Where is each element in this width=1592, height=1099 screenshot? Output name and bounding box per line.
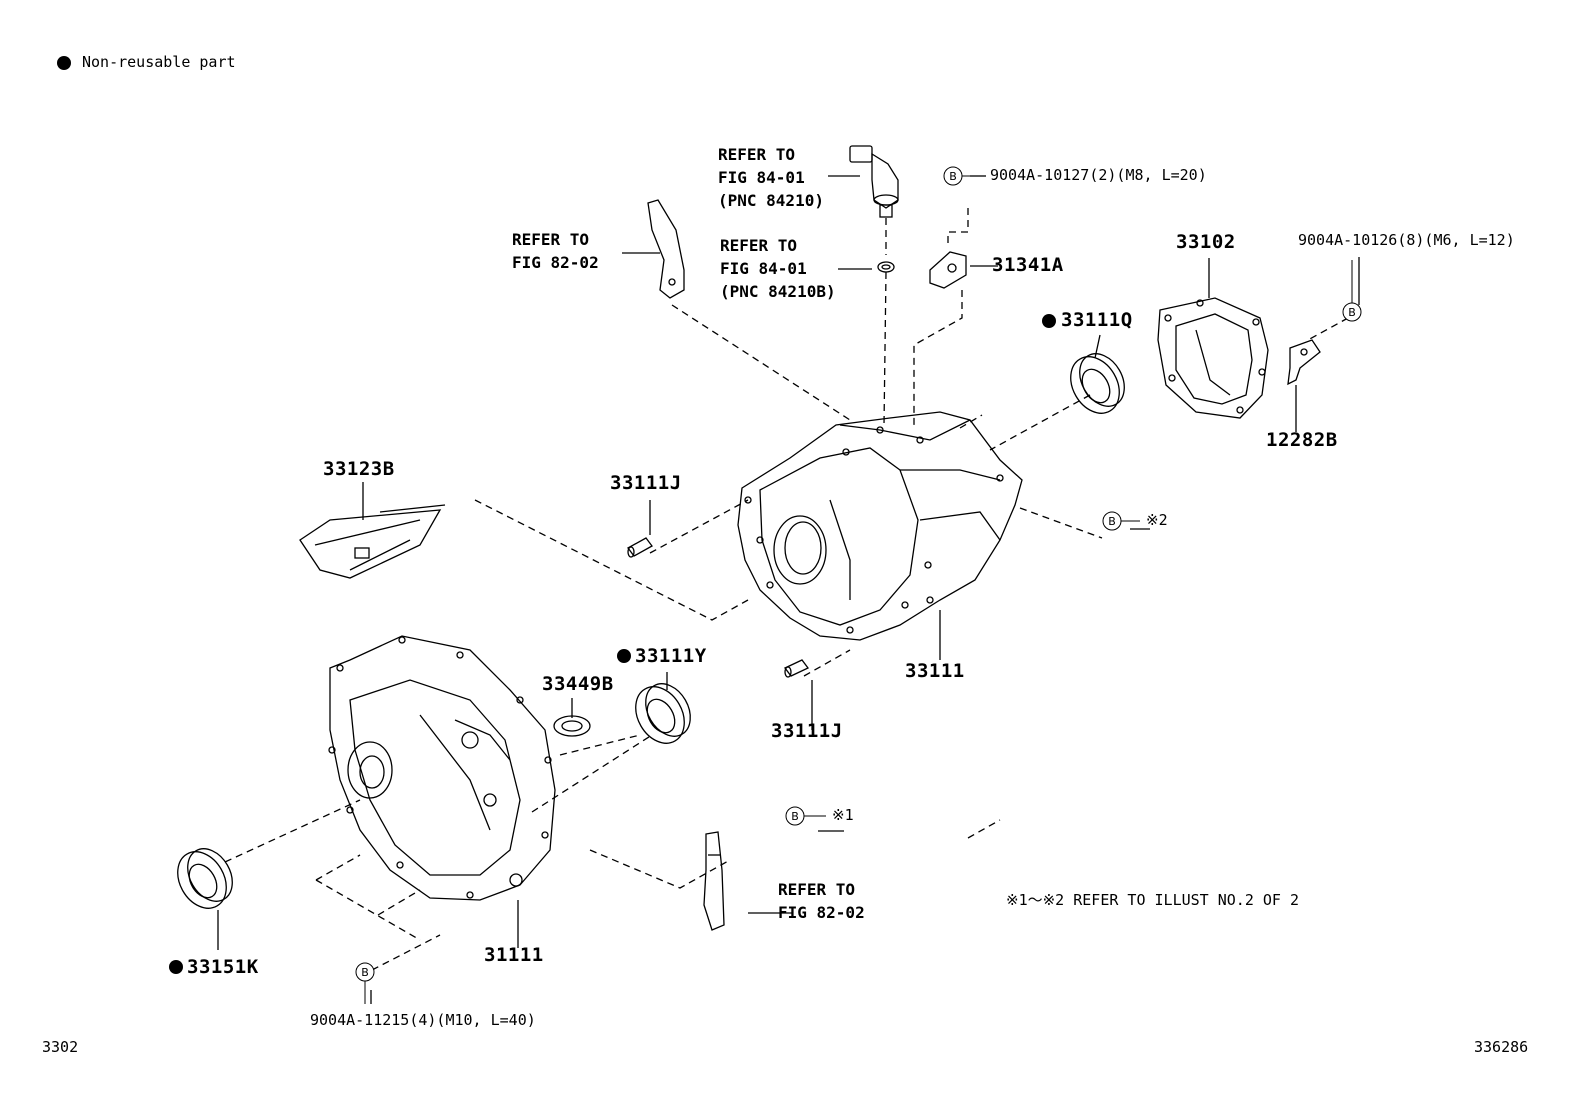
bolt-marker-b-1: B <box>791 810 799 823</box>
solid-leaders <box>217 175 1360 1004</box>
callout-bolt-m8: 9004A-10127(2)(M8, L=20) <box>990 166 1207 184</box>
footer-right-code: 336286 <box>1474 1038 1529 1056</box>
transmission-case-33111-drawing <box>737 411 1023 641</box>
bolt-marker-b-2: B <box>1108 515 1116 528</box>
dashed-leaders <box>224 208 1349 971</box>
part-33449b: 33449B <box>542 673 614 695</box>
part-33111: 33111 <box>905 660 965 682</box>
part-33111q: 33111Q <box>1061 309 1133 331</box>
bolt-marker-b-m10: B <box>361 966 369 979</box>
callout-ref-bracket-top: REFER TO FIG 82-02 <box>512 230 599 272</box>
bolt-marker-b-m6: B <box>1348 306 1356 319</box>
part-31111: 31111 <box>484 944 544 966</box>
callout-ref-gasket: REFER TO FIG 84-01 (PNC 84210B) <box>720 236 836 301</box>
callout-ref-bracket-bottom: REFER TO FIG 82-02 <box>778 880 865 922</box>
footer-left-code: 3302 <box>42 1038 79 1056</box>
speed-sensor-drawing <box>849 145 899 218</box>
bolt-marker-b-m8: B <box>949 170 957 183</box>
callout-bolt-m6: 9004A-10126(8)(M6, L=12) <box>1298 231 1515 249</box>
pin-33111j-bottom-drawing <box>784 659 809 678</box>
part-31341a: 31341A <box>992 254 1064 276</box>
bracket-31341a-drawing <box>929 251 967 289</box>
non-reusable-markers <box>57 56 1056 974</box>
part-33102: 33102 <box>1176 231 1236 253</box>
clutch-housing-31111-drawing <box>328 635 556 901</box>
oil-seal-33151k-drawing <box>177 848 233 909</box>
part-33123b: 33123B <box>323 458 395 480</box>
oil-seal-33111q-drawing <box>1070 353 1125 414</box>
part-33111j-bottom: 33111J <box>771 720 843 742</box>
bracket-top-drawing <box>647 199 685 299</box>
callout-bolt-m10: 9004A-11215(4)(M10, L=40) <box>310 1011 536 1029</box>
legend-non-reusable: Non-reusable part <box>82 53 236 71</box>
plate-33123b-drawing <box>299 504 446 579</box>
bracket-bottom-drawing <box>703 831 725 931</box>
illustration-note: ※1～※2 REFER TO ILLUST NO.2 OF 2 <box>1006 891 1299 909</box>
seal-33449b-drawing <box>553 715 591 737</box>
oil-seal-33111y-drawing <box>635 683 691 744</box>
callout-mark-1: ※1 <box>832 806 854 824</box>
bolt-markers <box>355 166 1362 982</box>
part-12282b: 12282B <box>1266 429 1338 451</box>
part-33151k: 33151K <box>187 956 259 978</box>
pin-33111j-top-drawing <box>627 537 653 558</box>
hook-12282b-drawing <box>1287 339 1321 386</box>
part-33111y: 33111Y <box>635 645 707 667</box>
callout-mark-2: ※2 <box>1146 511 1168 529</box>
part-33111j-top: 33111J <box>610 472 682 494</box>
callout-ref-sensor: REFER TO FIG 84-01 (PNC 84210) <box>718 145 824 210</box>
cover-33102-drawing <box>1157 297 1269 419</box>
o-ring-drawing <box>877 261 895 273</box>
